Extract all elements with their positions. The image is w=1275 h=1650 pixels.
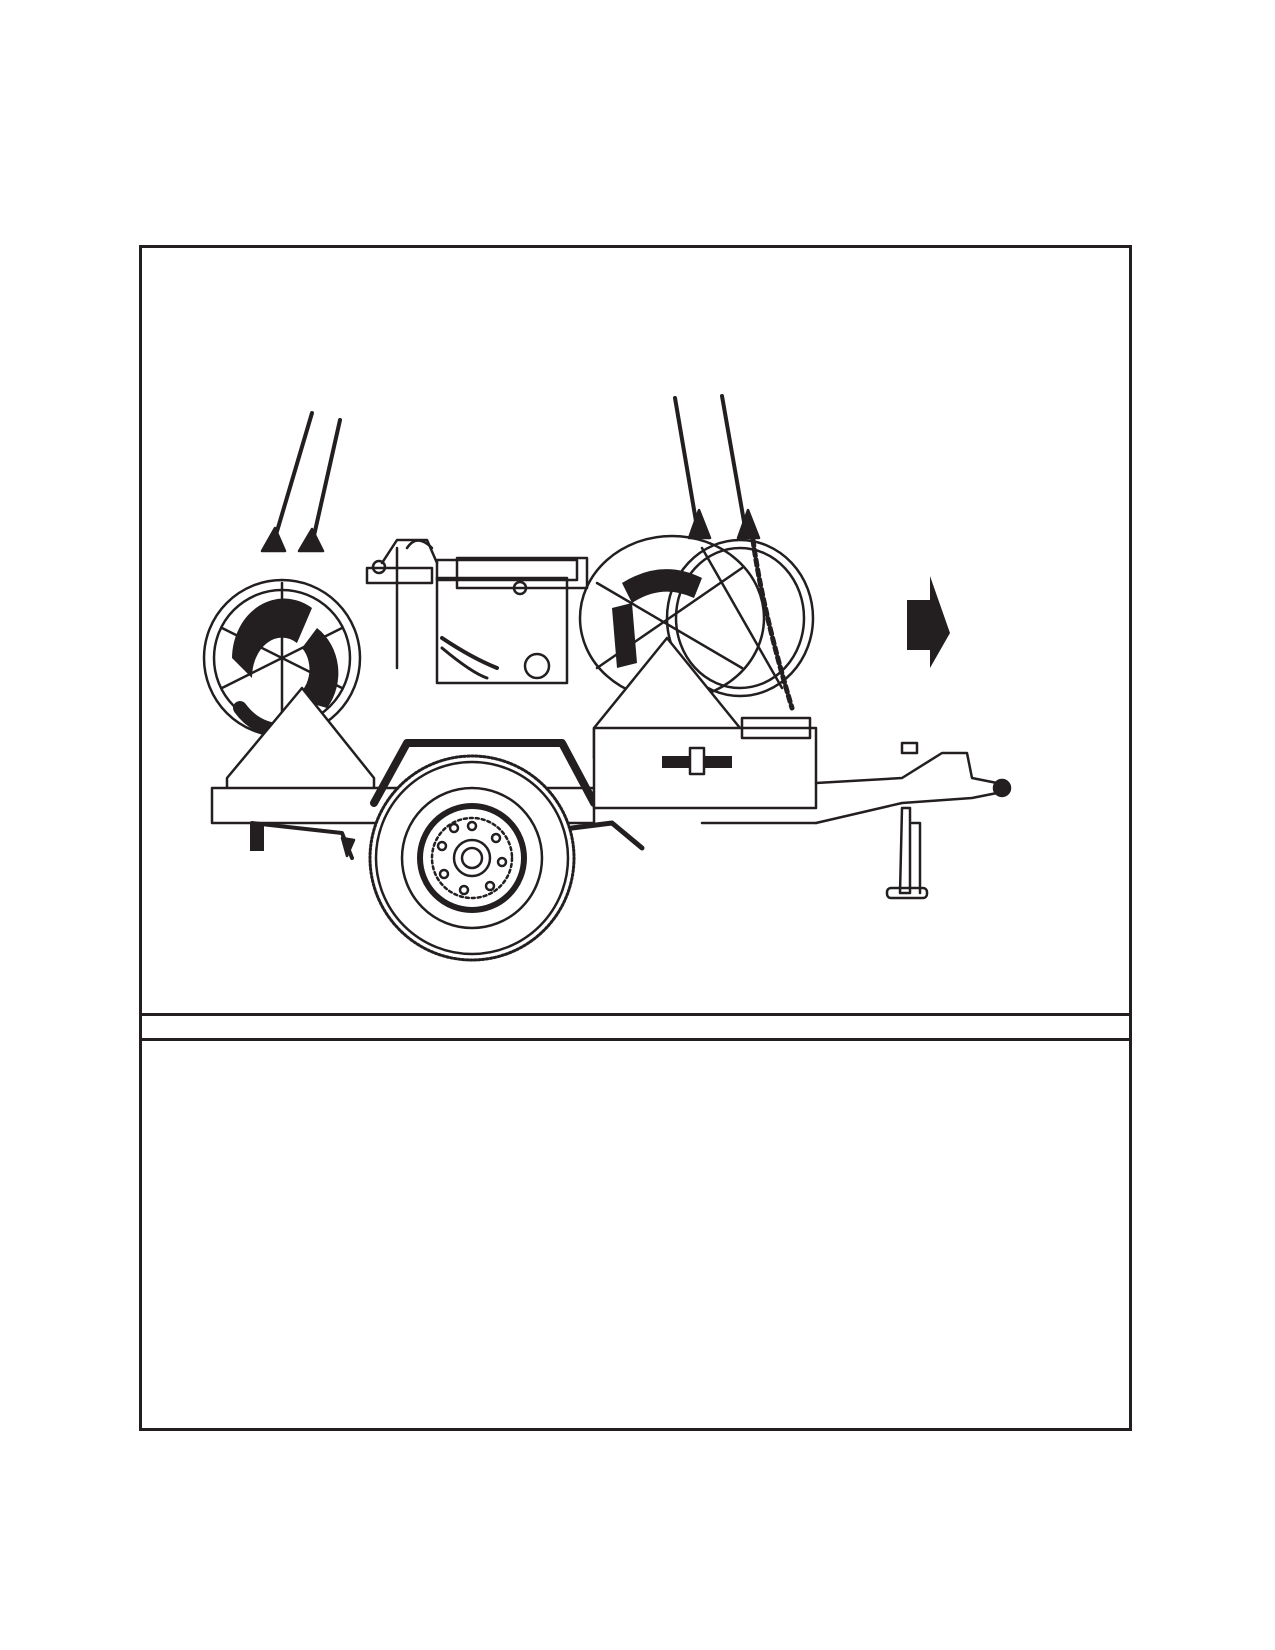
front-cable-reel [578,534,815,702]
caption-band [142,1013,1129,1041]
figure-frame [139,245,1132,1431]
trailer-drawing [202,394,1012,962]
rear-reel-stand [225,686,376,805]
caption-panel [142,1041,1129,1428]
jack-stand [885,806,929,900]
engine-block [365,538,589,685]
right-lifting-sling [673,394,795,711]
left-lifting-sling [260,411,342,553]
trailer-wheel [368,754,576,962]
axle-suspension [250,820,645,860]
trailer-tongue [700,741,1012,825]
direction-arrow-icon [907,576,950,668]
figure-illustration [142,248,1129,1013]
